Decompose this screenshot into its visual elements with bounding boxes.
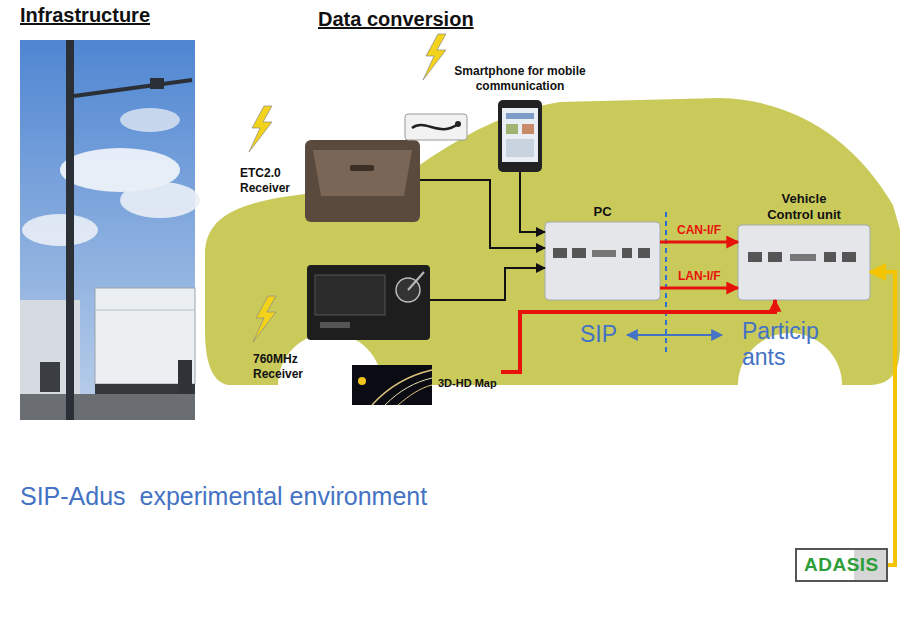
- wireless-icon: [249, 106, 272, 152]
- cloud: [22, 214, 98, 246]
- device-port: [553, 248, 567, 258]
- device-body: [307, 265, 430, 340]
- device-slot: [350, 165, 374, 171]
- hd-map-node: 3D-HD Map: [352, 365, 501, 405]
- phone-screen: [502, 108, 538, 162]
- map-road: [398, 385, 432, 405]
- cable-accessory: [405, 114, 467, 140]
- screen-bar: [506, 113, 534, 119]
- device-label: ETC2.0 Receiver: [240, 166, 300, 196]
- device-label: Vehicle Control unit: [759, 191, 849, 224]
- map-ground: [352, 365, 432, 405]
- caption-text: SIP-Adus experimental environment: [20, 482, 427, 511]
- logo-text: ADASIS: [797, 550, 886, 580]
- roadside-unit: [150, 78, 164, 89]
- pole-arm: [74, 80, 192, 96]
- region-label: SIP: [580, 321, 617, 347]
- etc-receiver-node: ETC2.0 Receiver: [305, 140, 420, 222]
- double-arrow: [627, 334, 722, 336]
- device-panel: [315, 275, 385, 315]
- device-port: [638, 248, 650, 258]
- device-port: [572, 248, 586, 258]
- cloud: [120, 108, 180, 132]
- device-body: [305, 140, 420, 222]
- device-port: [592, 250, 616, 257]
- infrastructure-photo: [20, 40, 200, 420]
- device-port: [842, 252, 856, 262]
- connector-arrow: [501, 300, 775, 372]
- smartphone-device: [498, 100, 542, 172]
- pc-device: [545, 222, 660, 300]
- vehicle-control-device: [738, 225, 870, 300]
- screen-map: [506, 139, 534, 157]
- region-label: Particip ants: [742, 318, 827, 371]
- connector-arrow: [420, 180, 545, 248]
- pole: [66, 40, 74, 420]
- device-port: [622, 248, 632, 258]
- pc-node: PC: [545, 222, 660, 300]
- device-body: [738, 225, 870, 300]
- device-label: PC: [545, 204, 660, 220]
- accessory-box: [405, 114, 467, 140]
- section-heading: Infrastructure: [20, 4, 150, 27]
- receiver-760-device: [307, 265, 430, 340]
- cabinet: [40, 362, 60, 392]
- device-port: [748, 252, 762, 262]
- antenna-lead: [408, 272, 424, 290]
- adasis-logo-node: ADASIS: [795, 548, 888, 582]
- device-label: 760MHz Receiver: [253, 352, 311, 382]
- screen-icon: [522, 124, 534, 134]
- ground: [20, 394, 195, 420]
- device-port: [320, 322, 350, 328]
- boundary-dashed-line: [665, 212, 667, 352]
- connector-arrow: [660, 241, 738, 244]
- wireless-icon: [423, 34, 446, 80]
- connector-arrow: [520, 172, 545, 232]
- connector-arrow: [430, 268, 545, 300]
- sky: [20, 40, 195, 420]
- map-marker: [358, 377, 366, 385]
- device-label: 3D-HD Map: [438, 377, 497, 391]
- screen-icon: [506, 124, 518, 134]
- device-body: [545, 222, 660, 300]
- device-top: [313, 150, 412, 196]
- hd-map-image: [352, 365, 432, 405]
- section-heading: Data conversion: [318, 8, 474, 31]
- receiver-760-node: 760MHz Receiver: [307, 265, 430, 340]
- vehicle-control-node: Vehicle Control unit: [738, 225, 870, 300]
- phone-body: [498, 100, 542, 172]
- wireless-icon: [253, 296, 276, 342]
- map-road: [372, 370, 432, 405]
- cable-plug: [455, 121, 461, 127]
- car-silhouette: [205, 98, 900, 385]
- device-port: [824, 252, 836, 262]
- interface-label: CAN-I/F: [677, 223, 721, 237]
- cabinet: [178, 360, 192, 394]
- smartphone-node: Smartphone for mobile communication: [498, 100, 542, 172]
- device-port: [768, 252, 782, 262]
- connector-arrow: [660, 287, 738, 290]
- map-road: [385, 378, 432, 405]
- device-port: [790, 254, 816, 261]
- interface-label: LAN-I/F: [678, 269, 721, 283]
- trailer-line: [95, 310, 195, 311]
- connector-arrow: [870, 272, 895, 565]
- device-label: Smartphone for mobile communication: [448, 64, 592, 94]
- etc-receiver-device: [305, 140, 420, 222]
- cable: [412, 124, 458, 129]
- cloud: [120, 182, 200, 218]
